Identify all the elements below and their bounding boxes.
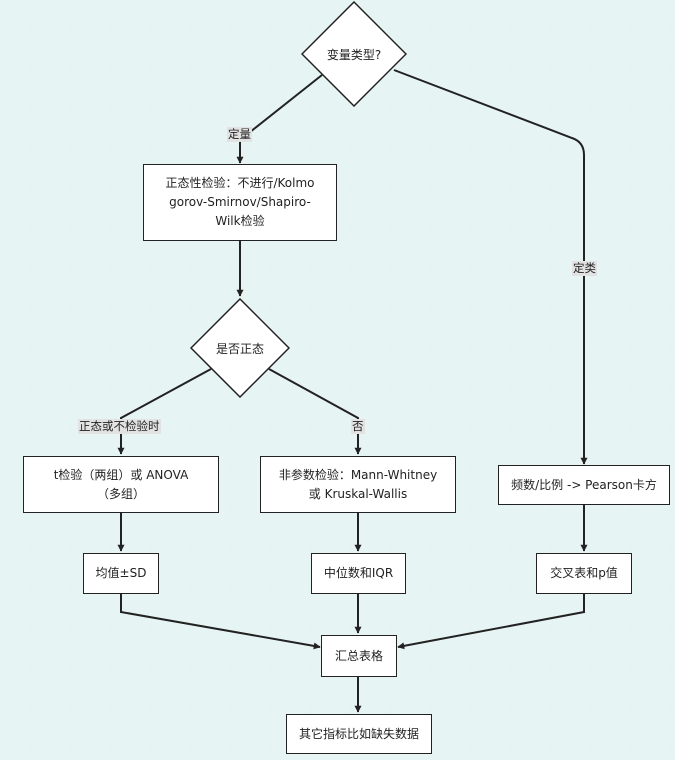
summary-table-label: 汇总表格: [334, 648, 383, 663]
variable-type-label: 变量类型?: [326, 47, 382, 62]
edge-decision-to-nonparam: [268, 368, 362, 455]
edge-type-to-chi-square: [393, 69, 588, 465]
is-normal-decision: 是否正态: [190, 298, 290, 398]
diamond-shape: [190, 298, 290, 398]
edge-mean-sd-to-summary: [120, 594, 321, 650]
edge-crosstab-to-summary: [397, 594, 585, 650]
summary-table-node: 汇总表格: [321, 635, 397, 677]
other-metrics-label: 其它指标比如缺失数据: [298, 726, 419, 741]
crosstab-label: 交叉表和p值: [550, 566, 618, 580]
mean-sd-label: 均值±SD: [95, 566, 147, 580]
nonparametric-node: 非参数检验：Mann-Whitney 或 Kruskal-Wallis: [260, 456, 456, 513]
chi-square-label: 频数/比例 -> Pearson卡方: [511, 477, 657, 492]
median-iqr-label: 中位数和IQR: [323, 566, 394, 580]
edge-label-not-normal: 否: [351, 419, 365, 434]
variable-type-decision: 变量类型?: [301, 1, 407, 107]
t-test-node: t检验（两组）或 ANOVA（多组）: [23, 456, 219, 513]
normality-test-node: 正态性检验：不进行/Kolmogorov-Smirnov/Shapiro-Wil…: [143, 164, 337, 241]
chi-square-node: 频数/比例 -> Pearson卡方: [498, 465, 670, 505]
is-normal-label: 是否正态: [215, 341, 264, 356]
diamond-shape: [301, 1, 407, 107]
edge-decision-to-t-test: [117, 368, 212, 455]
normality-test-label: 正态性检验：不进行/Kolmogorov-Smirnov/Shapiro-Wil…: [165, 176, 315, 228]
edge-label-qualitative: 定类: [572, 261, 597, 276]
nonparametric-label: 非参数检验：Mann-Whitney 或 Kruskal-Wallis: [278, 467, 438, 501]
median-iqr-node: 中位数和IQR: [311, 553, 406, 594]
edge-label-quantitative: 定量: [227, 127, 252, 142]
mean-sd-node: 均值±SD: [83, 553, 159, 594]
edge-label-normal-or-untested: 正态或不检验时: [78, 419, 161, 434]
t-test-label: t检验（两组）或 ANOVA（多组）: [53, 467, 189, 501]
other-metrics-node: 其它指标比如缺失数据: [286, 714, 432, 754]
crosstab-node: 交叉表和p值: [536, 553, 632, 594]
